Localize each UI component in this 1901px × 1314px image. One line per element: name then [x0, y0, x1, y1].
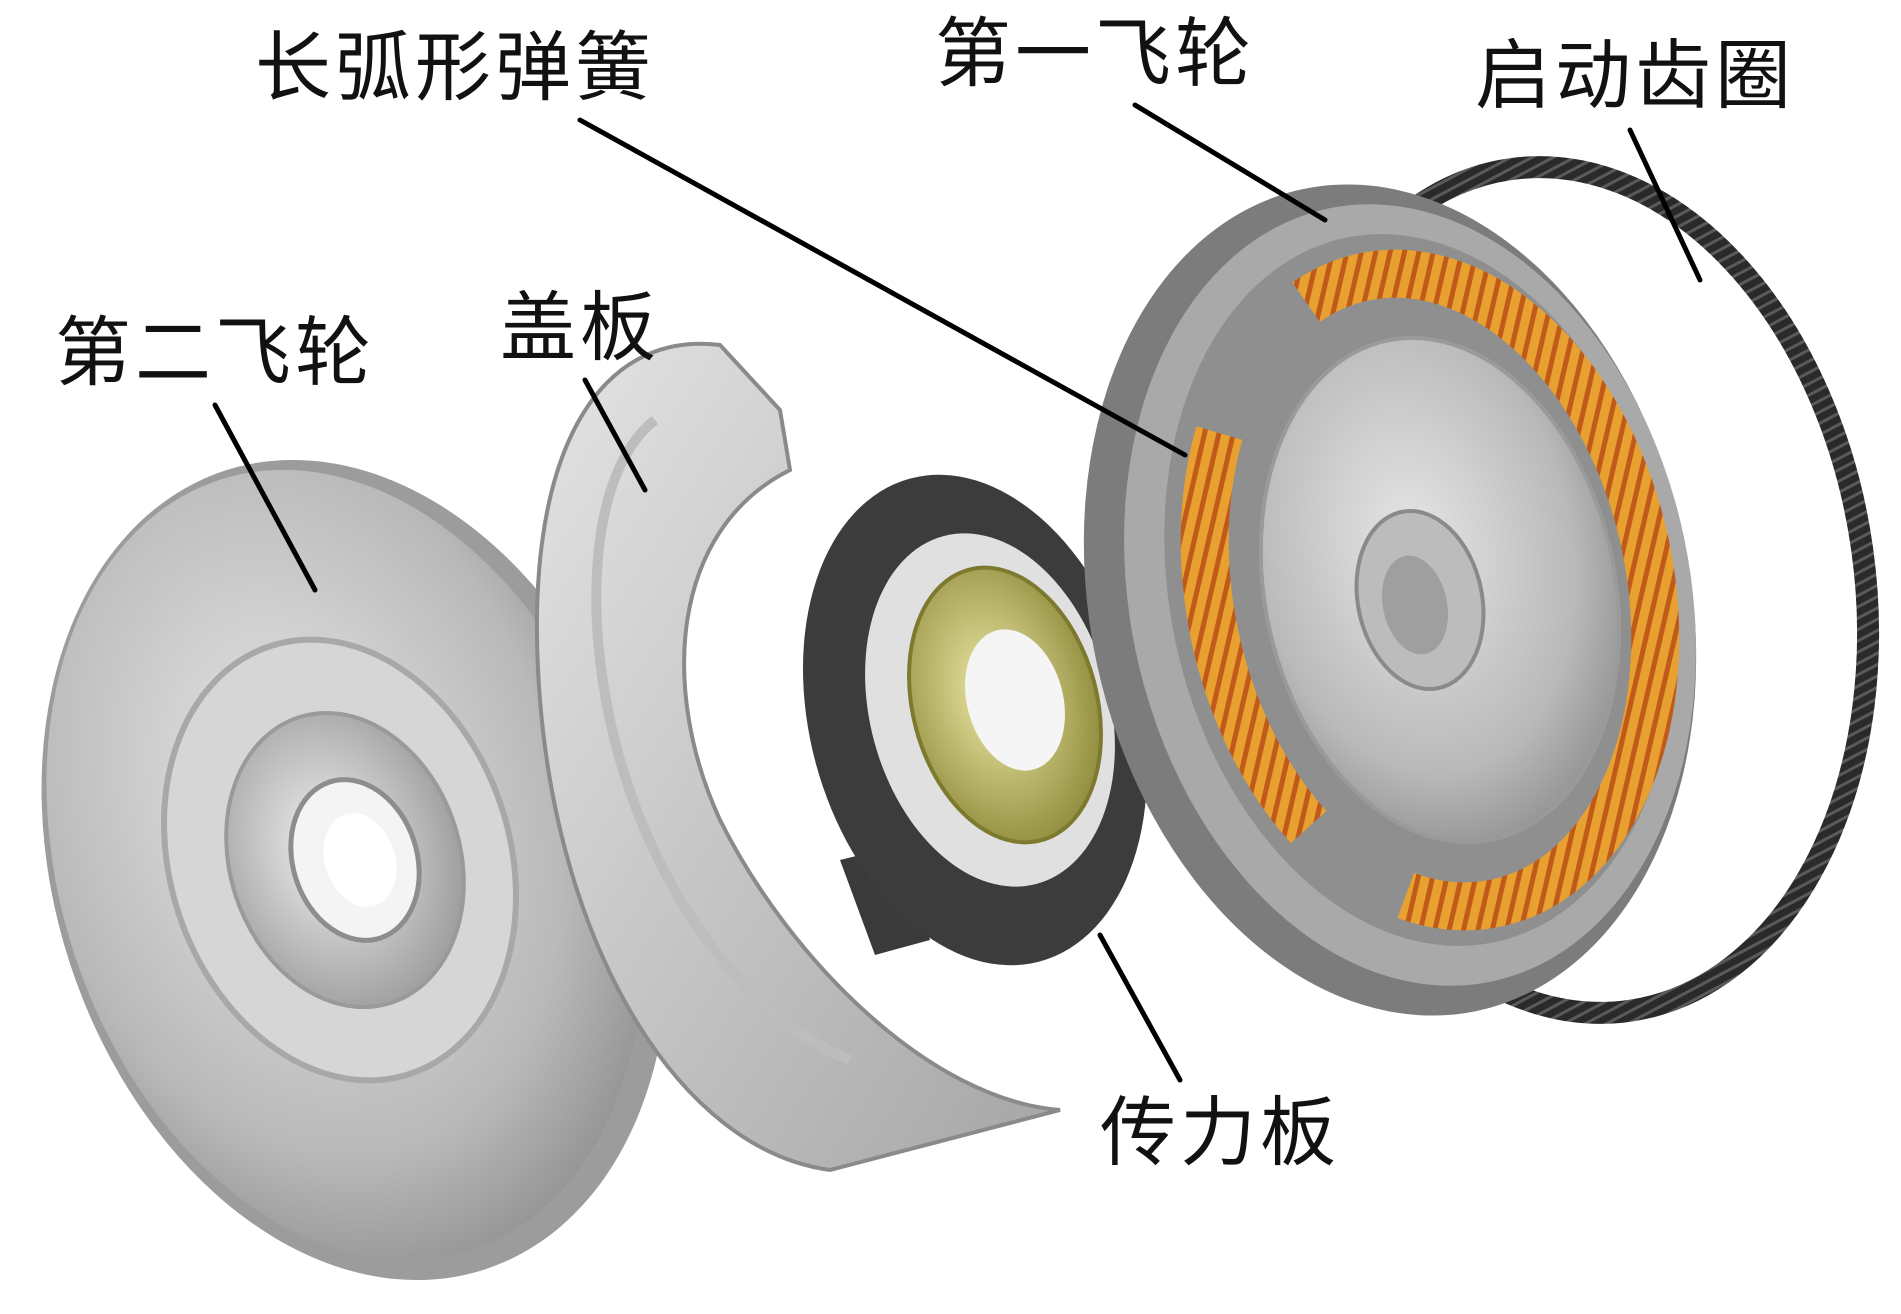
leader-long-arc-spring — [577, 117, 1188, 458]
leader-second-flywheel — [212, 402, 318, 593]
leader-lines — [212, 102, 1703, 1083]
leader-drive-plate — [1097, 932, 1183, 1083]
first-flywheel — [1083, 184, 1697, 1016]
leader-cover-plate — [582, 377, 648, 493]
label-long-arc-spring: 长弧形弹簧 — [255, 23, 655, 112]
label-second-flywheel: 第二飞轮 — [55, 308, 375, 397]
leader-first-flywheel — [1132, 102, 1328, 223]
cover-plate — [535, 341, 1061, 1173]
label-cover-plate: 盖板 — [500, 283, 660, 372]
second-flywheel — [41, 459, 669, 1281]
label-first-flywheel: 第一飞轮 — [935, 9, 1255, 98]
label-starter-ring-gear: 启动齿圈 — [1475, 31, 1795, 120]
label-drive-plate: 传力板 — [1100, 1088, 1340, 1177]
drive-plate — [802, 474, 1148, 966]
leader-starter-ring-gear — [1627, 127, 1703, 283]
